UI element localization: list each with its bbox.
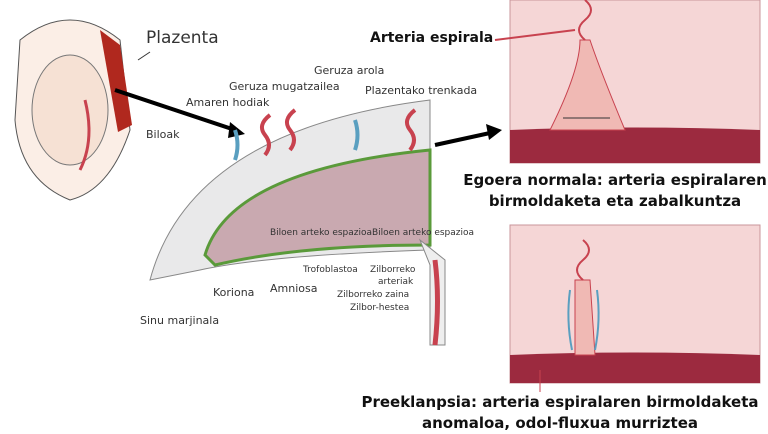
label-zilborreko-arteriak-1: Zilborreko	[370, 265, 416, 275]
normal-panel	[494, 0, 761, 164]
label-zilborreko-zaina: Zilborreko zaina	[337, 290, 410, 300]
label-zilbor-hestea: Zilbor-hestea	[350, 303, 410, 313]
label-amaren-hodiak: Amaren hodiak	[186, 96, 270, 109]
label-arteria-espirala: Arteria espirala	[370, 30, 494, 46]
caption-normal-line1: Egoera normala: arteria espiralaren	[463, 171, 767, 189]
caption-normal-line2: birmoldaketa eta zabalkuntza	[488, 192, 742, 210]
caption-pre-line2: anomaloa, odol-fluxua murriztea	[422, 414, 698, 432]
label-sinu-marjinala: Sinu marjinala	[140, 314, 220, 327]
label-zilborreko-arteriak-2: arteriak	[378, 277, 414, 287]
label-plazentako-trenkada: Plazentako trenkada	[365, 84, 478, 97]
uterus-fetus-illustration	[14, 19, 132, 201]
caption-preeclampsia: Preeklanpsia: arteria espiralaren birmol…	[360, 392, 760, 434]
placenta-cross-section	[149, 99, 446, 346]
label-geruza-arola: Geruza arola	[314, 64, 385, 77]
caption-pre-line1: Preeklanpsia: arteria espiralaren birmol…	[361, 393, 759, 411]
label-trofoblastoa: Trofoblastoa	[303, 265, 358, 275]
caption-normal: Egoera normala: arteria espiralaren birm…	[455, 170, 768, 212]
label-bilo-espazioa-2: Biloen arteko espazioa	[372, 228, 475, 238]
preeclampsia-panel	[509, 224, 761, 392]
label-biloak: Biloak	[146, 128, 180, 141]
label-plazenta: Plazenta	[146, 28, 219, 48]
label-geruza-mugatzailea: Geruza mugatzailea	[229, 80, 340, 93]
label-koriona: Koriona	[213, 286, 255, 299]
label-amniosa: Amniosa	[270, 282, 318, 295]
label-bilo-espazioa-1: Biloen arteko espazioa	[270, 228, 373, 238]
